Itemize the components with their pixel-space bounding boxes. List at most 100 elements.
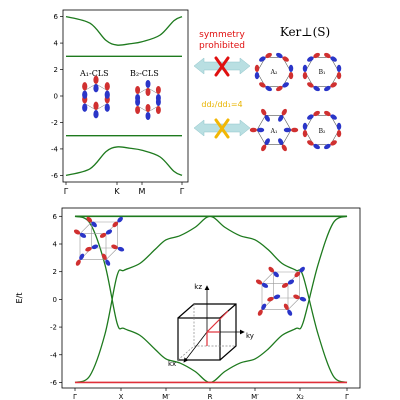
orbital-lobe: [155, 94, 161, 102]
bottom-y-tick-label: 6: [53, 213, 58, 221]
orbital-lobe: [313, 110, 320, 117]
ker-title: Ker⊥(S): [280, 25, 330, 39]
bottom-x-tick-label: M′: [251, 393, 259, 400]
orbital-lobe: [155, 86, 161, 94]
orbital-lobe: [299, 296, 307, 302]
top-x-tick-label: K: [114, 187, 120, 196]
orbital-lobe: [307, 56, 314, 62]
ky-label: ky: [246, 332, 254, 340]
orbital-lobe: [324, 143, 331, 150]
orbital-lobe: [278, 115, 284, 122]
brillouin-zone-inset: kz ky kx: [168, 283, 254, 368]
orbital-lobe: [104, 82, 110, 91]
orbital-lobe: [307, 114, 314, 120]
top-x-tick-label: Γ: [64, 187, 69, 196]
ker-hexagon-outline: [256, 56, 292, 88]
orbital-lobe: [254, 64, 260, 73]
orbital-lobe: [257, 127, 265, 133]
kernel-states-panel: Ker⊥(S) A₂ B₁ A₁ B₂: [249, 25, 342, 152]
orbital-lobe: [276, 85, 283, 92]
top-y-tick-label: 0: [54, 93, 58, 101]
bottom-y-tick-label: -4: [50, 351, 58, 359]
orbital-lobe: [330, 114, 337, 120]
cubic-lattice-orbital-right: [255, 266, 307, 316]
top-y-tick-label: -6: [51, 172, 59, 180]
ker-hexagon-a1: [249, 108, 299, 152]
bottom-x-tick-label: R: [208, 393, 213, 400]
orbital-lobe: [293, 294, 300, 300]
bottom-upper-dispersive-band: [74, 215, 348, 384]
cubic-lattice-orbital-left: [73, 216, 125, 266]
orbital-lobe: [324, 110, 331, 117]
orbital-lobe: [104, 103, 110, 112]
orbital-lobe: [324, 52, 331, 59]
orbital-lobe: [249, 127, 257, 133]
orbital-lobe: [145, 104, 151, 112]
top-y-tick-label: 4: [54, 40, 59, 48]
orbital-lobe: [261, 303, 267, 310]
bottom-x-tick-label: X₂: [296, 393, 304, 400]
orbital-lobe: [93, 101, 99, 111]
orbital-lobe: [85, 246, 92, 252]
orbital-lobe: [93, 84, 99, 93]
orbital-lobe: [259, 56, 266, 62]
orbital-lobe: [288, 71, 294, 80]
ker-label-b2: B₂: [319, 128, 326, 135]
bottom-y-tick-label: 4: [53, 241, 58, 249]
top-upper-dispersive-band: [65, 15, 183, 46]
cube-edge: [105, 247, 118, 260]
orbital-lobe: [91, 244, 99, 250]
orbital-lobe: [276, 52, 283, 59]
top-y-tick-label: -2: [51, 119, 58, 127]
orbital-lobe: [324, 85, 331, 92]
orbital-lobe: [93, 110, 99, 119]
cube-edge: [261, 271, 274, 284]
orbital-lobe: [330, 56, 337, 62]
orbital-lobe: [73, 229, 81, 235]
red-cross: [214, 56, 230, 77]
symmetry-text-line1: symmetry: [199, 30, 245, 40]
orbital-lobe: [261, 282, 269, 288]
orbital-lobe: [99, 232, 107, 238]
bottom-x-tick-label: X: [119, 393, 124, 400]
orbital-lobe: [82, 90, 88, 99]
orbital-lobe: [302, 64, 308, 73]
orbital-lobe: [82, 82, 88, 91]
orbital-lobe: [264, 138, 270, 145]
orbital-lobe: [287, 309, 293, 316]
orbital-lobe: [336, 122, 342, 130]
ratio-condition-arrow: dd₂/dd₁=4: [193, 100, 251, 139]
orbital-lobe: [273, 294, 281, 300]
top-y-tick-label: 6: [54, 13, 59, 21]
orbital-lobe: [307, 82, 314, 88]
ker-label-b1: B₁: [319, 69, 326, 76]
ker-hexagon-outline: [304, 56, 340, 88]
orbital-lobe: [254, 72, 260, 80]
bz-high-symmetry-path: [206, 310, 229, 333]
orbital-lobe: [336, 71, 342, 80]
orbital-lobe: [91, 221, 97, 228]
orbital-lobe: [101, 253, 107, 260]
orbital-lobe: [93, 75, 99, 85]
orbital-lobe: [281, 144, 287, 152]
cls-orbital-ring-a: [82, 75, 110, 119]
orbital-lobe: [281, 108, 287, 116]
ker-hexagon-outline: [304, 114, 340, 146]
orbital-lobe: [291, 127, 299, 133]
orbital-lobe: [313, 143, 320, 150]
orbital-lobe: [307, 140, 314, 146]
orbital-lobe: [155, 106, 161, 114]
symmetry-text-line2: prohibited: [199, 41, 245, 51]
orbital-lobe: [259, 82, 266, 88]
symmetry-prohibited-arrow: symmetry prohibited: [193, 30, 251, 77]
ker-label-a2: A₂: [270, 69, 278, 76]
kz-label: kz: [194, 283, 202, 291]
orbital-lobe: [302, 72, 308, 80]
orbital-lobe: [261, 108, 267, 116]
